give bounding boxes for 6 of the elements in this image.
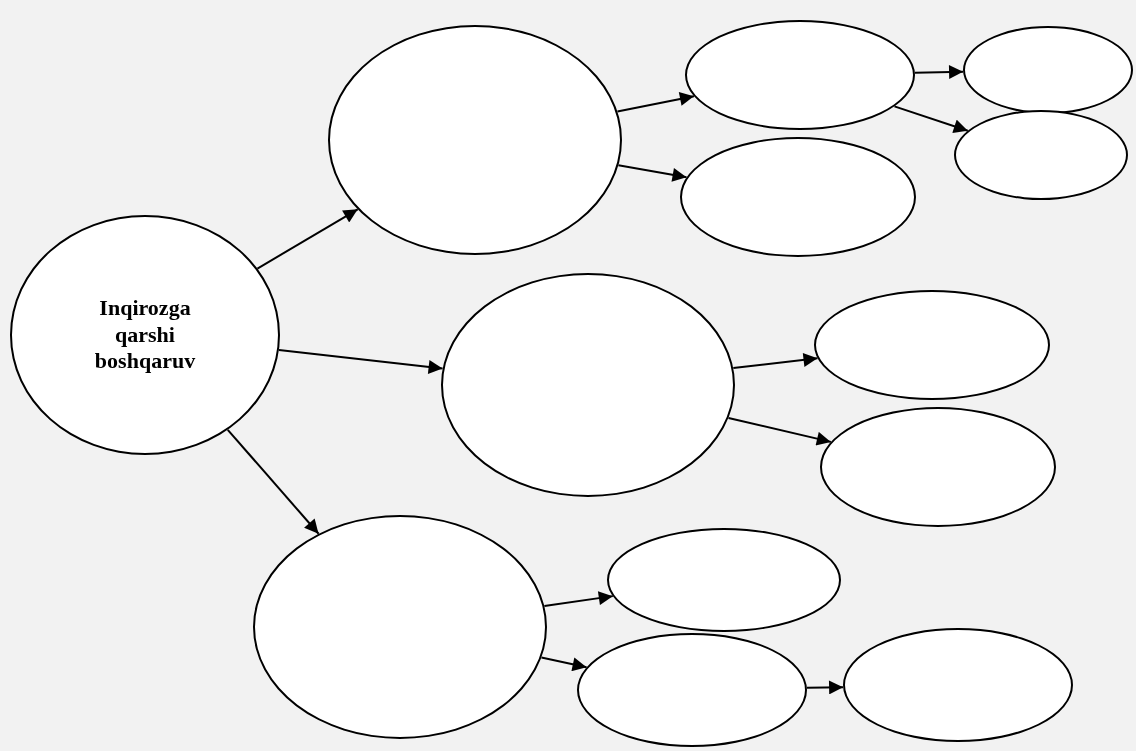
arrow (893, 105, 969, 133)
arrow (805, 680, 845, 695)
node-label: Inqirozga qarshi boshqaruv (93, 295, 197, 375)
arrow (617, 164, 688, 182)
arrow (913, 65, 965, 79)
arrow (277, 349, 444, 374)
